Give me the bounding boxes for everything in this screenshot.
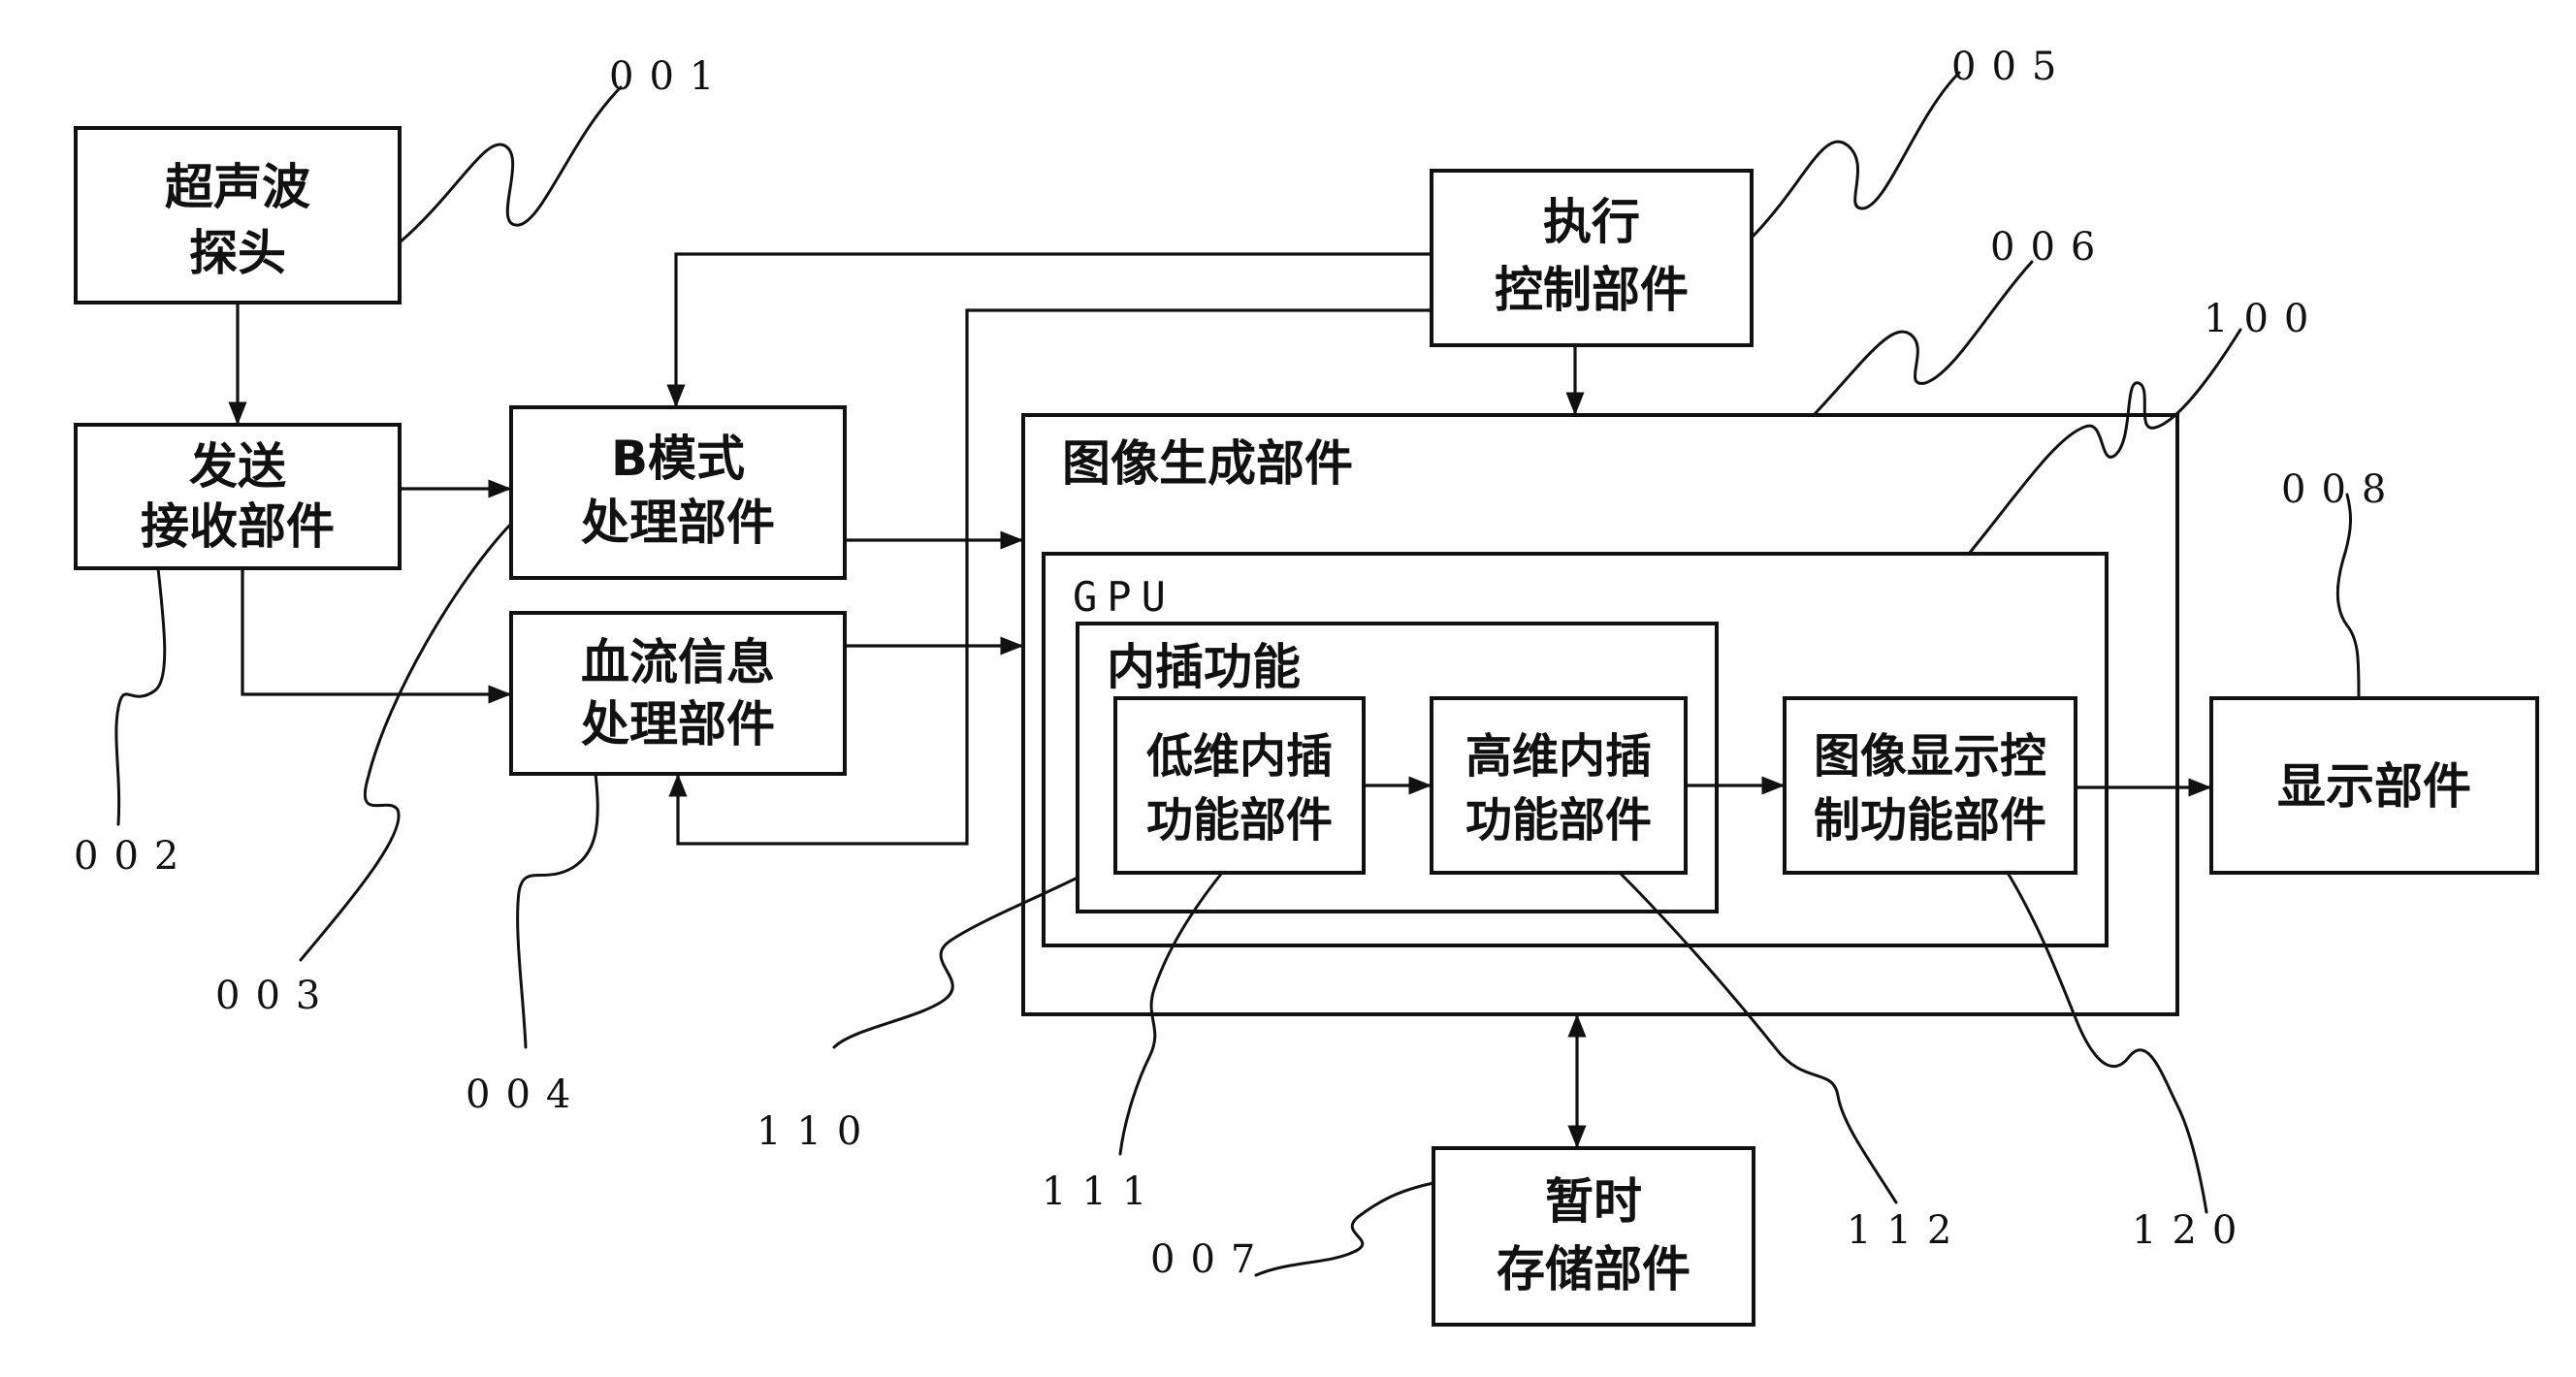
bmode-block: B模式 处理部件 [509,405,847,580]
high-interp-label-line1: 高维内插 [1465,729,1652,784]
ref-008: 008 [2281,467,2401,512]
probe-label-line1: 超声波 [165,159,310,215]
leader-003 [299,522,513,962]
leader-007 [1254,1181,1435,1277]
leader-004 [516,772,599,1049]
interp-label: 内插功能 [1107,639,1301,695]
probe-block: 超声波 探头 [74,126,402,304]
display-label: 显示部件 [2277,758,2471,815]
arrow-transceiver-to-bloodflow [241,568,512,704]
leader-008 [2335,493,2361,700]
exec-control-block: 执行 控制部件 [1430,169,1754,347]
img-display-ctrl-block: 图像显示控 制功能部件 [1783,696,2077,875]
temp-storage-label-line2: 存储部件 [1497,1241,1690,1297]
bloodflow-label-line1: 血流信息 [581,634,775,690]
low-interp-label-line1: 低维内插 [1146,729,1333,784]
bmode-label-line2: 处理部件 [581,495,775,551]
reference-leaders [114,71,2361,1277]
exec-control-label-line1: 执行 [1543,194,1640,250]
ref-003: 003 [215,974,336,1018]
leader-001 [398,85,623,244]
reference-numbers: 001 002 003 004 005 006 007 008 100 110 … [74,45,2401,1282]
temp-storage-block: 暂时 存储部件 [1432,1146,1755,1327]
ref-004: 004 [466,1073,586,1117]
img-display-ctrl-label-line1: 图像显示控 [1814,729,2046,784]
ref-001: 001 [609,54,729,99]
leader-006 [1812,260,2034,417]
transceiver-block: 发送 接收部件 [74,423,402,570]
leader-005 [1750,71,1961,240]
leader-110 [832,876,1079,1049]
ref-100: 100 [2204,297,2324,341]
leader-002 [114,566,167,826]
low-interp-block: 低维内插 功能部件 [1113,696,1366,875]
image-gen-label: 图像生成部件 [1062,435,1353,492]
probe-label-line2: 探头 [189,225,286,281]
img-display-ctrl-label-line2: 制功能部件 [1814,793,2046,848]
bmode-label-line1: B模式 [611,431,745,487]
ref-007: 007 [1150,1237,1271,1282]
bloodflow-block: 血流信息 处理部件 [509,611,847,776]
ref-002: 002 [74,834,194,879]
leader-120 [2006,871,2208,1214]
arrow-exec-control-to-bloodflow [668,308,1432,846]
high-interp-label-line2: 功能部件 [1465,793,1652,848]
high-interp-block: 高维内插 功能部件 [1430,696,1688,875]
arrow-exec-control-to-bmode [666,252,1432,408]
bloodflow-label-line2: 处理部件 [581,696,775,753]
low-interp-label-line2: 功能部件 [1146,793,1333,848]
temp-storage-label-line1: 暂时 [1545,1173,1642,1230]
transceiver-label-line2: 接收部件 [141,498,335,555]
leader-100 [1967,328,2242,556]
ref-120: 120 [2132,1208,2252,1253]
ref-005: 005 [1951,45,2072,89]
ref-112: 112 [1847,1208,1967,1253]
ref-006: 006 [1990,225,2110,270]
gpu-label: GPU [1073,573,1175,621]
ref-111: 111 [1042,1169,1162,1214]
display-block: 显示部件 [2209,696,2539,875]
connections [228,252,2212,1149]
leader-111 [1118,871,1224,1156]
transceiver-label-line1: 发送 [189,438,286,495]
ref-110: 110 [757,1109,877,1154]
leader-112 [1618,871,1898,1204]
exec-control-label-line2: 控制部件 [1495,262,1689,318]
